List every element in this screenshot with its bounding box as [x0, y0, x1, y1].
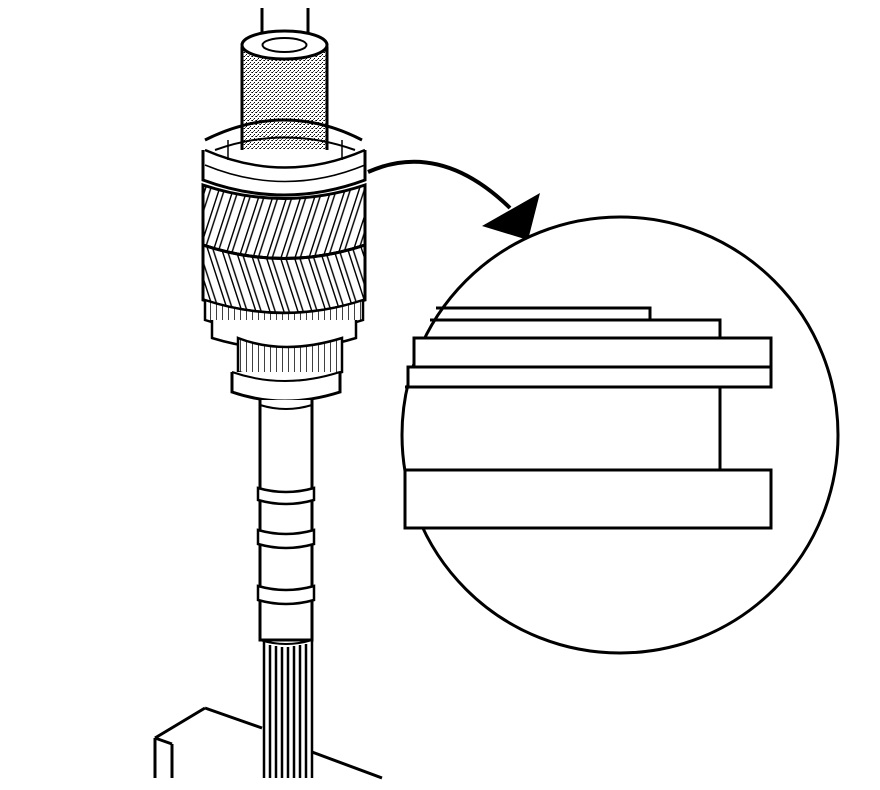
main-shaft — [256, 400, 316, 645]
bearing-ring — [201, 118, 367, 197]
press-block — [153, 706, 383, 780]
callout-arrow — [367, 159, 540, 240]
shaft-splines — [262, 640, 314, 778]
gear-stack — [201, 182, 367, 403]
detail-view — [400, 215, 840, 655]
